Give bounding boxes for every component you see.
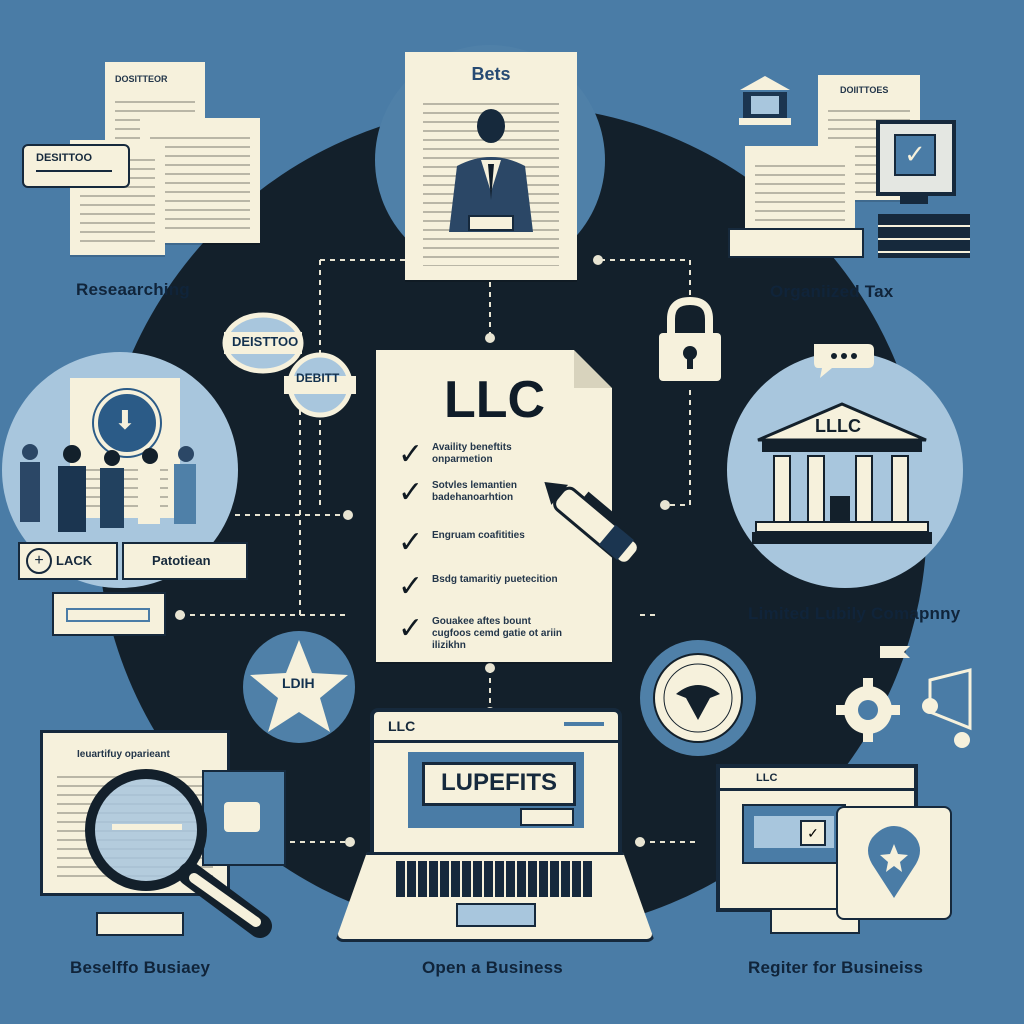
research-doc-heading: DOSITTEOR	[115, 74, 168, 84]
bank-icon	[739, 76, 791, 125]
check-icon: ✓	[800, 820, 826, 846]
team-people	[20, 444, 196, 532]
research-tag: DESITTOO	[22, 144, 130, 188]
seal-icon-bottom	[284, 352, 356, 418]
checklist-item-5: ✓ Gouakee aftes bount cugfoos cemd gatie…	[398, 611, 572, 652]
top-profile-document: Bets	[405, 52, 577, 280]
checklist-item-4: ✓ Bsdg tamaritiy puetecition	[398, 569, 572, 604]
checklist-text-4: Bsdg tamaritiy puetecition	[432, 574, 558, 585]
bank-building-icon	[752, 402, 932, 544]
label-register-business: Regiter for Busineiss	[748, 958, 924, 977]
label-open-business: Open a Business	[422, 958, 563, 977]
monitor-stand	[96, 912, 184, 936]
tax-monitor-stand	[900, 192, 928, 204]
laptop-banner: LUPEFITS	[408, 752, 584, 828]
tax-desk	[728, 228, 864, 258]
building-sign: LLLC	[815, 416, 861, 436]
plus-icon: +	[26, 548, 52, 574]
llc-doc-fold	[574, 350, 612, 388]
tax-books	[878, 214, 970, 258]
checklist-text-3: Engruam coafitities	[432, 530, 525, 541]
pen-icon	[544, 482, 640, 565]
seal-bottom-label: DEBITT	[296, 371, 340, 385]
label-organized-tax: Organiized Tax	[770, 282, 894, 301]
research-tag-label: DESITTOO	[36, 152, 93, 164]
checklist-item-3: ✓ Engruam coafitities	[398, 525, 572, 560]
laptop-base	[335, 852, 655, 942]
top-doc-title: Bets	[471, 64, 511, 84]
laptop-window-title: LLC	[388, 718, 416, 734]
research-doc-front-lines	[150, 130, 250, 230]
magnifier-icon	[85, 769, 272, 938]
seal-icon-top	[222, 312, 304, 374]
laptop-titlebar-divider	[374, 740, 618, 743]
puzzle-icon	[224, 802, 260, 832]
map-pin-icon	[868, 826, 920, 898]
llc-doc-title: LLC	[444, 371, 546, 429]
seal-top-label: DEISTTOO	[232, 334, 299, 349]
chat-bubble-icon	[814, 344, 874, 378]
team-tag-right: Patotiean	[122, 542, 248, 580]
check-icon: ✓	[894, 134, 936, 176]
check-icon: ✓	[398, 525, 424, 560]
person-icon	[449, 109, 533, 232]
monitor-doc-heading: Ieuartifuy oparieant	[77, 749, 170, 760]
team-note	[52, 592, 166, 636]
check-icon: ✓	[398, 611, 424, 646]
checklist-text-5: Gouakee aftes bount cugfoos cemd gatie o…	[432, 616, 563, 651]
check-icon: ✓	[398, 569, 424, 604]
tax-monitor: ✓	[876, 120, 956, 196]
laptop-screen: LLC LUPEFITS	[370, 708, 622, 860]
checklist-text-1: Availity beneftits onparmetion	[432, 442, 512, 465]
dashed-connectors	[180, 259, 700, 843]
laptop-titlebar-accent	[564, 722, 604, 726]
laptop-screen-text: LUPEFITS	[440, 769, 557, 796]
shield-icon: ⬇	[94, 390, 160, 456]
research-tag-line	[36, 170, 112, 172]
team-tag-left-label: LACK	[56, 553, 93, 568]
checklist-item-1: ✓ Availity beneftits onparmetion	[398, 437, 572, 472]
team-tag-right-label: Patotiean	[152, 553, 211, 568]
checklist-text-2: Sotvles lemantien badehanoarhtion	[432, 480, 518, 503]
check-icon: ✓	[398, 437, 424, 472]
gear-icon	[836, 646, 972, 748]
register-form: ✓	[742, 804, 846, 864]
tax-doc-heading: DOIITTOES	[840, 85, 889, 95]
star-icon	[243, 631, 355, 743]
location-card	[836, 806, 952, 920]
star-badge-label: LDIH	[282, 675, 315, 691]
check-icon: ✓	[398, 475, 424, 510]
team-tag-left: + LACK	[18, 542, 118, 580]
laptop-banner-box: LUPEFITS	[422, 762, 576, 806]
lock-icon	[659, 296, 721, 381]
label-beselffo-business: Beselffo Busiaey	[70, 958, 211, 977]
register-titlebar-divider	[720, 788, 914, 791]
label-researching: Reseaarching	[76, 280, 190, 299]
laptop-button[interactable]	[520, 808, 574, 826]
team-note-field	[66, 608, 150, 622]
team-poster: ⬇	[70, 378, 180, 518]
label-limited-liability: Limited Lubily Comapnny	[748, 604, 961, 623]
checklist-item-2: ✓ Sotvles lemantien badehanoarhtion	[398, 475, 572, 510]
laptop-keyboard	[396, 861, 592, 897]
seal-icon	[640, 640, 756, 756]
register-window-title: LLC	[756, 772, 778, 784]
laptop-trackpad	[456, 903, 536, 927]
tax-doc-front-lines	[755, 158, 845, 236]
